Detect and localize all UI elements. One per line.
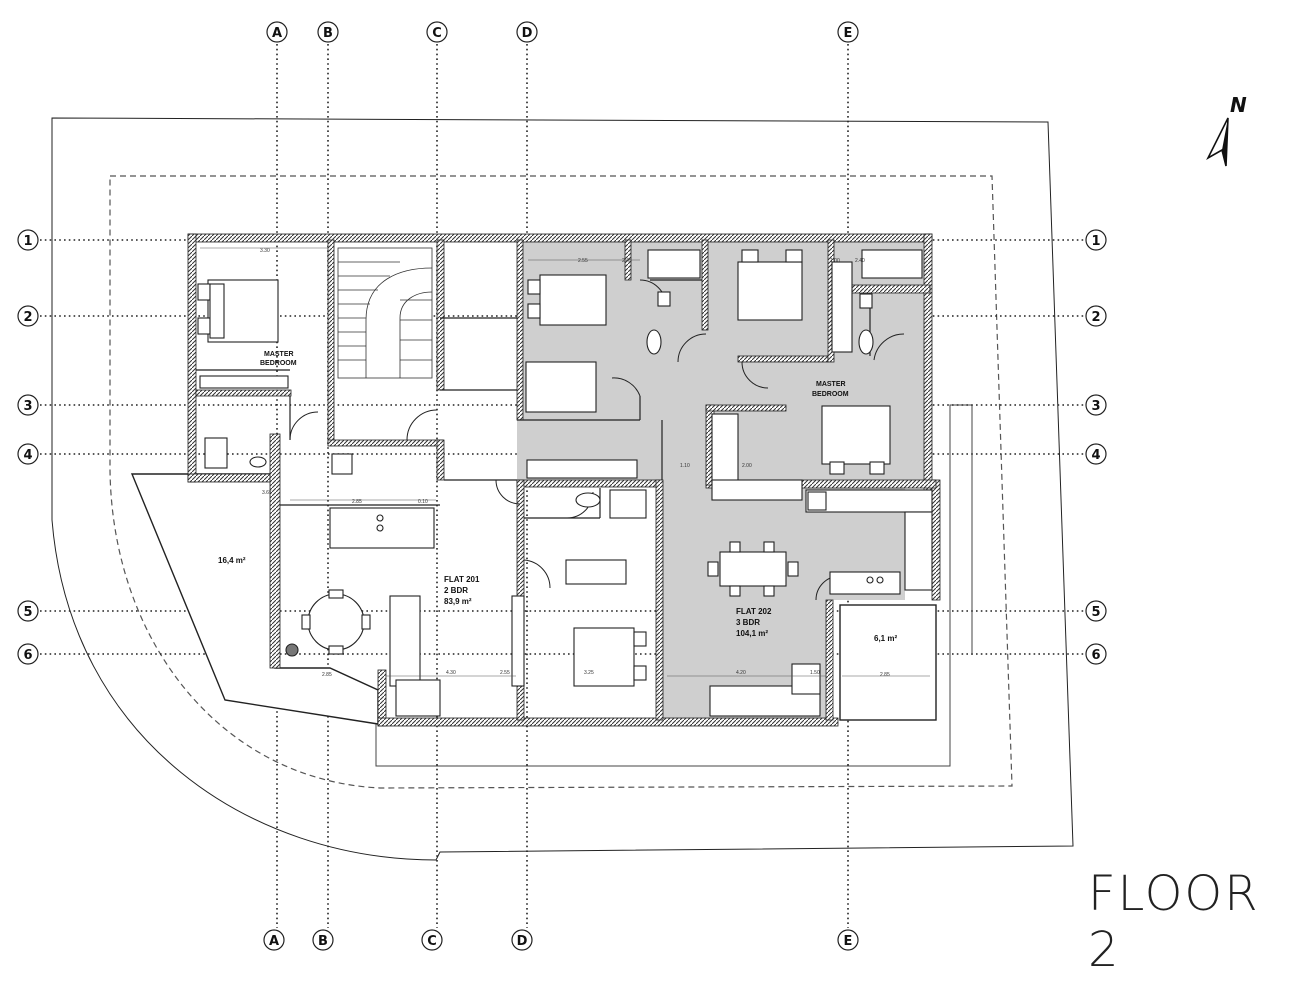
dimension-text: 3.25 [584,670,594,676]
flat-201-name: FLAT 201 [444,575,480,584]
grid-label-col-d-top: D [522,26,533,41]
grid-label-col-c-top: C [432,26,442,41]
flat-201-bedrooms: 2 BDR [444,586,468,595]
site-boundary [51,117,1074,861]
dimension-text: 0.10 [418,499,428,505]
terrace-east-area: 6,1 m² [874,634,897,643]
dimension-text: 3.30 [260,248,270,254]
flat-202-bedrooms: 3 BDR [736,618,760,627]
terrace-east [839,604,937,721]
grid-label-row-6-left: 6 [23,648,32,663]
grid-markers-right [1085,229,1107,665]
dimension-text: 1.00 [830,258,840,264]
flat-201-area: 83,9 m² [444,597,472,606]
room-label-master-201: BEDROOM [260,360,297,367]
flat-202-name: FLAT 202 [736,607,772,616]
grid-label-row-2-left: 2 [23,310,32,325]
dimension-text: 2.40 [855,258,865,264]
room-label-master-202: MASTER [816,381,846,388]
doors [289,279,905,601]
dimension-text: 1.10 [680,463,690,469]
partitions [196,279,871,519]
floor-title: FLOOR 2 [1088,866,1260,978]
north-arrow-icon [1206,117,1229,167]
grid-label-col-b-top: B [323,26,333,41]
north-label: N [1230,93,1247,117]
grid-label-row-6-right: 6 [1091,648,1100,663]
dimension-text: 2.55 [578,258,588,264]
grid-label-col-e-top: E [844,26,853,41]
flat-202-area: 104,1 m² [736,629,768,638]
grid-label-row-2-right: 2 [1091,310,1100,325]
grid-markers-top [266,21,859,43]
grid-label-row-5-right: 5 [1091,605,1100,620]
dimension-text: 2.45 [622,258,632,264]
dimension-labels: 3.30 2.55 2.85 0.10 1.10 2.00 2.45 2.85 … [260,248,890,678]
walls [187,233,941,727]
dimension-text: 1.50 [810,670,820,676]
dimension-text: 4.20 [736,670,746,676]
dimension-text: 2.00 [742,463,752,469]
grid-label-col-e-bottom: E [844,934,853,949]
grid-label-row-3-right: 3 [1091,399,1100,414]
grid-label-row-1-right: 1 [1091,234,1100,249]
furniture [197,249,933,717]
grid-label-row-4-right: 4 [1091,448,1100,463]
dimension-text: 2.55 [500,670,510,676]
dimension-text: 3.65 [262,490,272,496]
dimension-text: 2.85 [880,672,890,678]
room-label-master-202: BEDROOM [812,391,849,398]
room-label-master-201: MASTER [264,351,294,358]
grid-label-row-1-left: 1 [23,234,32,249]
grid-label-row-4-left: 4 [23,448,32,463]
dimension-text: 4.30 [446,670,456,676]
grid-label-col-b-bottom: B [318,934,328,949]
grid-markers-left [17,229,39,665]
dimension-lines [200,247,930,677]
grid-label-col-c-bottom: C [427,934,437,949]
grid-label-col-d-bottom: D [517,934,528,949]
grid-label-row-5-left: 5 [23,605,32,620]
grid-markers-bottom [263,929,859,951]
setback-line [109,175,1013,789]
grid-label-col-a-bottom: A [269,934,279,949]
dimension-text: 2.85 [352,499,362,505]
dimension-text: 2.85 [322,672,332,678]
ground-outline [375,404,973,767]
grid-label-row-3-left: 3 [23,399,32,414]
terrace-west-area: 16,4 m² [218,556,246,565]
grid-label-col-a-top: A [272,26,282,41]
staircase [337,247,433,379]
